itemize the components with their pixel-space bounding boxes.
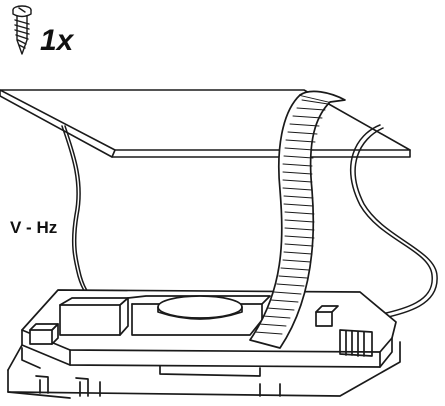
power-cable-right [329, 124, 433, 323]
cabinet-base-panel [0, 89, 411, 158]
quantity-label: 1x [40, 24, 74, 57]
cooktop-body [7, 289, 401, 399]
flexible-duct [249, 90, 346, 349]
power-supply-label: V - Hz [10, 218, 58, 237]
screw-icon [12, 5, 32, 55]
